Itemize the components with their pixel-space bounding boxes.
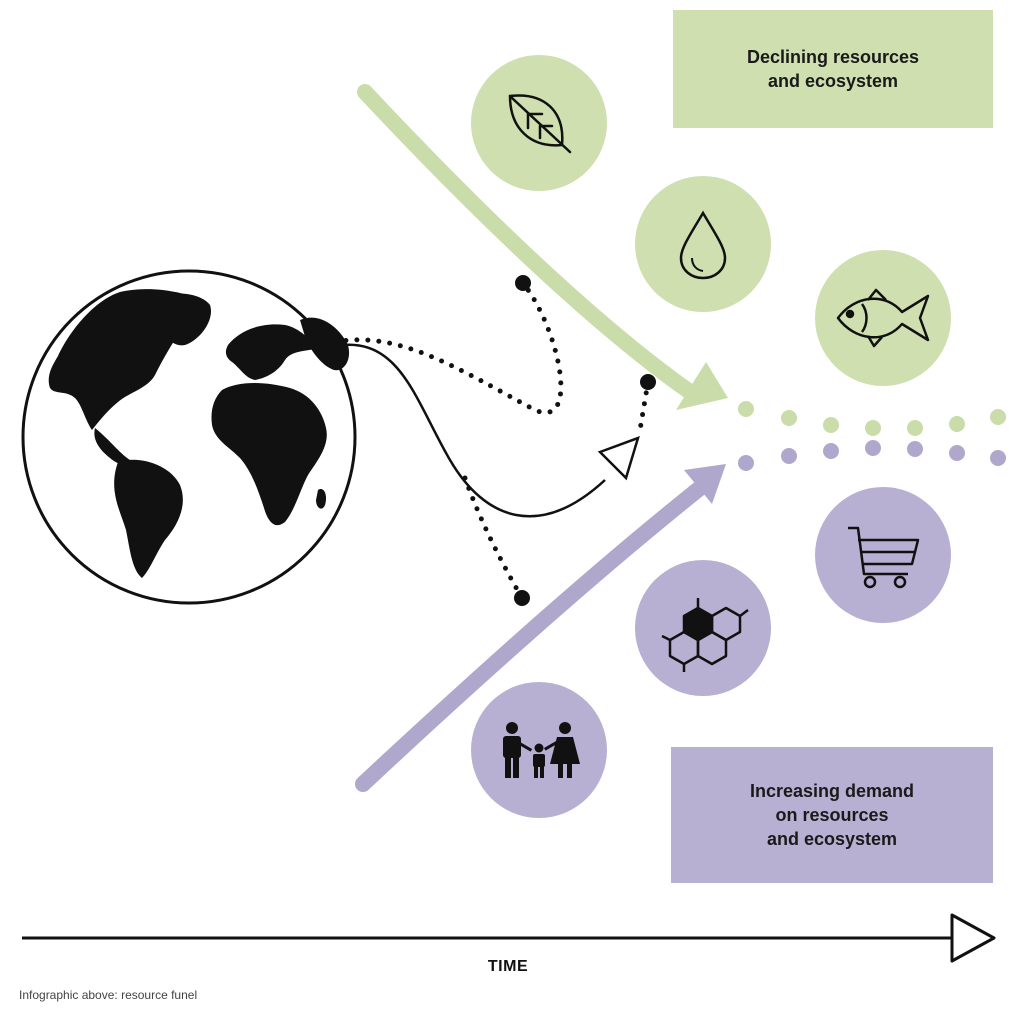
declining-label-line: and ecosystem [767, 71, 899, 91]
increasing-label-line: on resources [775, 805, 889, 825]
increasing-label-line: Increasing demand [749, 781, 915, 801]
time-axis-label: TIME [487, 958, 529, 975]
open-arrowhead [597, 435, 640, 481]
dotted-path-mid [637, 379, 651, 433]
time-axis [22, 913, 996, 963]
declining-arrow [357, 84, 728, 410]
increasing-demand-box: Increasing demand on resources and ecosy… [671, 747, 993, 883]
purple-dot-trail [738, 440, 1006, 471]
family-icon [503, 722, 580, 778]
increasing-arrow [355, 464, 726, 792]
globe-icon [21, 269, 357, 605]
globe-path-line [334, 343, 606, 518]
declining-resources-box: Declining resources and ecosystem [673, 10, 993, 128]
caption: Infographic above: resource funel [19, 988, 198, 1002]
increasing-label-line: and ecosystem [766, 829, 898, 849]
shopping-cart-icon [848, 526, 920, 589]
water-circle [635, 176, 771, 312]
fish-icon [836, 288, 930, 348]
leaf-circle [471, 55, 607, 191]
family-circle [471, 682, 607, 818]
molecule-circle [635, 560, 771, 696]
green-dot-trail [738, 401, 1006, 436]
dot-endpoint [514, 590, 530, 606]
fish-circle [815, 250, 951, 386]
declining-label-line: Declining resources [746, 47, 920, 67]
water-drop-icon [679, 210, 727, 280]
molecule-icon [661, 598, 749, 672]
dot-endpoint [640, 374, 656, 390]
dot-endpoint [515, 275, 531, 291]
dotted-path-bottom [462, 475, 525, 601]
cart-circle [815, 487, 951, 623]
leaf-icon [508, 94, 572, 154]
